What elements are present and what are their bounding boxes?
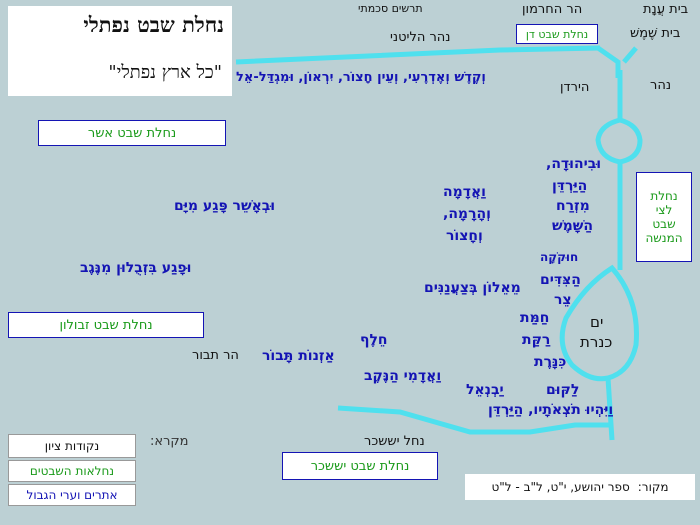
legend-item-tribes: נחלאות השבטים: [8, 460, 136, 482]
label-menashe-3: שבט: [652, 217, 676, 231]
city-yavneel: יַבְנְאֵל: [466, 382, 504, 398]
city-hatzor: וְחָצוֹר: [446, 228, 483, 244]
hula-lake: [595, 117, 643, 165]
city-tzer: צֵר: [554, 292, 572, 308]
city-lakum: לַקּוּם: [546, 382, 580, 398]
sea-of-galilee: [559, 264, 639, 382]
city-hayarden: הַיַּרְדֵּן: [552, 178, 588, 194]
box-dan: נחלת שבט דן: [516, 24, 598, 44]
label-zevulun: נחלת שבט זבולון: [59, 317, 153, 333]
source-label: מקור:: [637, 480, 669, 494]
map-title: נחלת שבט נפתלי: [83, 12, 224, 37]
source-box: מקור: ספר יהושע, י"ט, ל"ב - ל"ט: [465, 474, 695, 500]
box-zevulun: נחלת שבט זבולון: [8, 312, 204, 338]
city-yehuda: וּבִיהוּדָה,: [546, 156, 602, 172]
label-beit-anat: בית עֲנָת: [643, 2, 689, 17]
label-beit-shemesh: בית שֶׁמֶשׁ: [630, 26, 681, 41]
label-menashe-4: המנשה: [645, 231, 683, 245]
city-helef: חֵלֶף: [360, 332, 388, 348]
city-chamat: חַמַּת: [520, 310, 550, 326]
label-menashe-1: נחלת: [650, 189, 678, 203]
label-har-tavor: הר תבור: [192, 348, 239, 363]
box-asher: נחלת שבט אשר: [38, 120, 226, 146]
legend-item-landmarks: נקודות ציון: [8, 434, 136, 458]
title-box: נחלת שבט נפתלי "כל ארץ נפתלי": [8, 6, 232, 96]
legend-label-tribes: נחלאות השבטים: [29, 464, 115, 478]
label-yissachar: נחלת שבט יששכר: [310, 458, 410, 474]
label-litani: נהר הליטני: [390, 30, 451, 45]
legend-label-landmarks: נקודות ציון: [44, 439, 100, 453]
city-hukok: חוּקֹקָה: [540, 250, 579, 264]
city-ubaasher: וּבְאָשֵׁר פָּגַע מִיָּם: [174, 198, 276, 214]
credit-note: תרשים סכמתי: [358, 2, 423, 15]
city-harama: וְהָרָמָה,: [443, 206, 491, 222]
city-kinneret: כִּנָּרֶת: [534, 354, 567, 370]
label-asher: נחלת שבט אשר: [87, 125, 177, 141]
label-kineret: כנרת: [580, 333, 613, 351]
label-menashe-2: לצי: [655, 203, 673, 217]
city-adama: וַאֲדָמָה: [443, 184, 486, 200]
label-nahar: נהר: [650, 78, 672, 93]
litani-river: [235, 45, 601, 65]
jordan-upper-right: [622, 46, 638, 64]
city-hashamesh: הַשָּׁמֶשׁ: [552, 218, 593, 234]
city-mealon: מֵאֵלוֹן בְּצַעֲנַנִּים: [424, 280, 521, 296]
city-rakat: רַקַּת: [522, 332, 551, 348]
label-yam: ים: [590, 313, 604, 331]
label-nahal-yissachar: נחל יששכר: [364, 434, 425, 449]
legend-item-cities: אתרים וערי הגבול: [8, 484, 136, 506]
source-text: ספר יהושע, י"ט, ל"ב - ל"ט: [491, 480, 630, 494]
city-ufaga-zevulun: וּפָגַע בִּזְבֻלוּן מִנֶּגֶב: [80, 260, 192, 276]
yissachar-stream: [337, 405, 610, 435]
legend-title: מקרא:: [150, 434, 189, 449]
legend-label-cities: אתרים וערי הגבול: [26, 488, 118, 502]
city-mizrach: מִזְרַח: [556, 198, 590, 214]
city-adami: וַאֲדָמִי הַנֶּקֶב: [364, 368, 442, 384]
label-dan: נחלת שבט דן: [525, 27, 589, 41]
label-har-hermon: הר החרמון: [522, 2, 583, 17]
box-menashe: נחלת לצי שבט המנשה: [636, 172, 692, 262]
label-jordan: הירדן: [560, 80, 590, 95]
jordan-upper-left: [596, 45, 621, 78]
city-hatzidim: הַצִּדִּים: [540, 272, 581, 288]
city-northern-list: וְקֶדֶשׁ וְאֶדְרֶעִי, וְעֵין חָצוֹר, יִר…: [236, 70, 486, 85]
city-aznot: אַזְנוֹת תָּבוֹר: [262, 348, 335, 364]
map-subtitle: "כל ארץ נפתלי": [108, 62, 222, 83]
jordan-lower: [605, 377, 615, 441]
box-yissachar: נחלת שבט יששכר: [282, 452, 438, 480]
city-vayihyu: וַיִּהְיוּ תֹצְאֹתָיו, הַיַּרְדֵּן: [488, 402, 614, 418]
